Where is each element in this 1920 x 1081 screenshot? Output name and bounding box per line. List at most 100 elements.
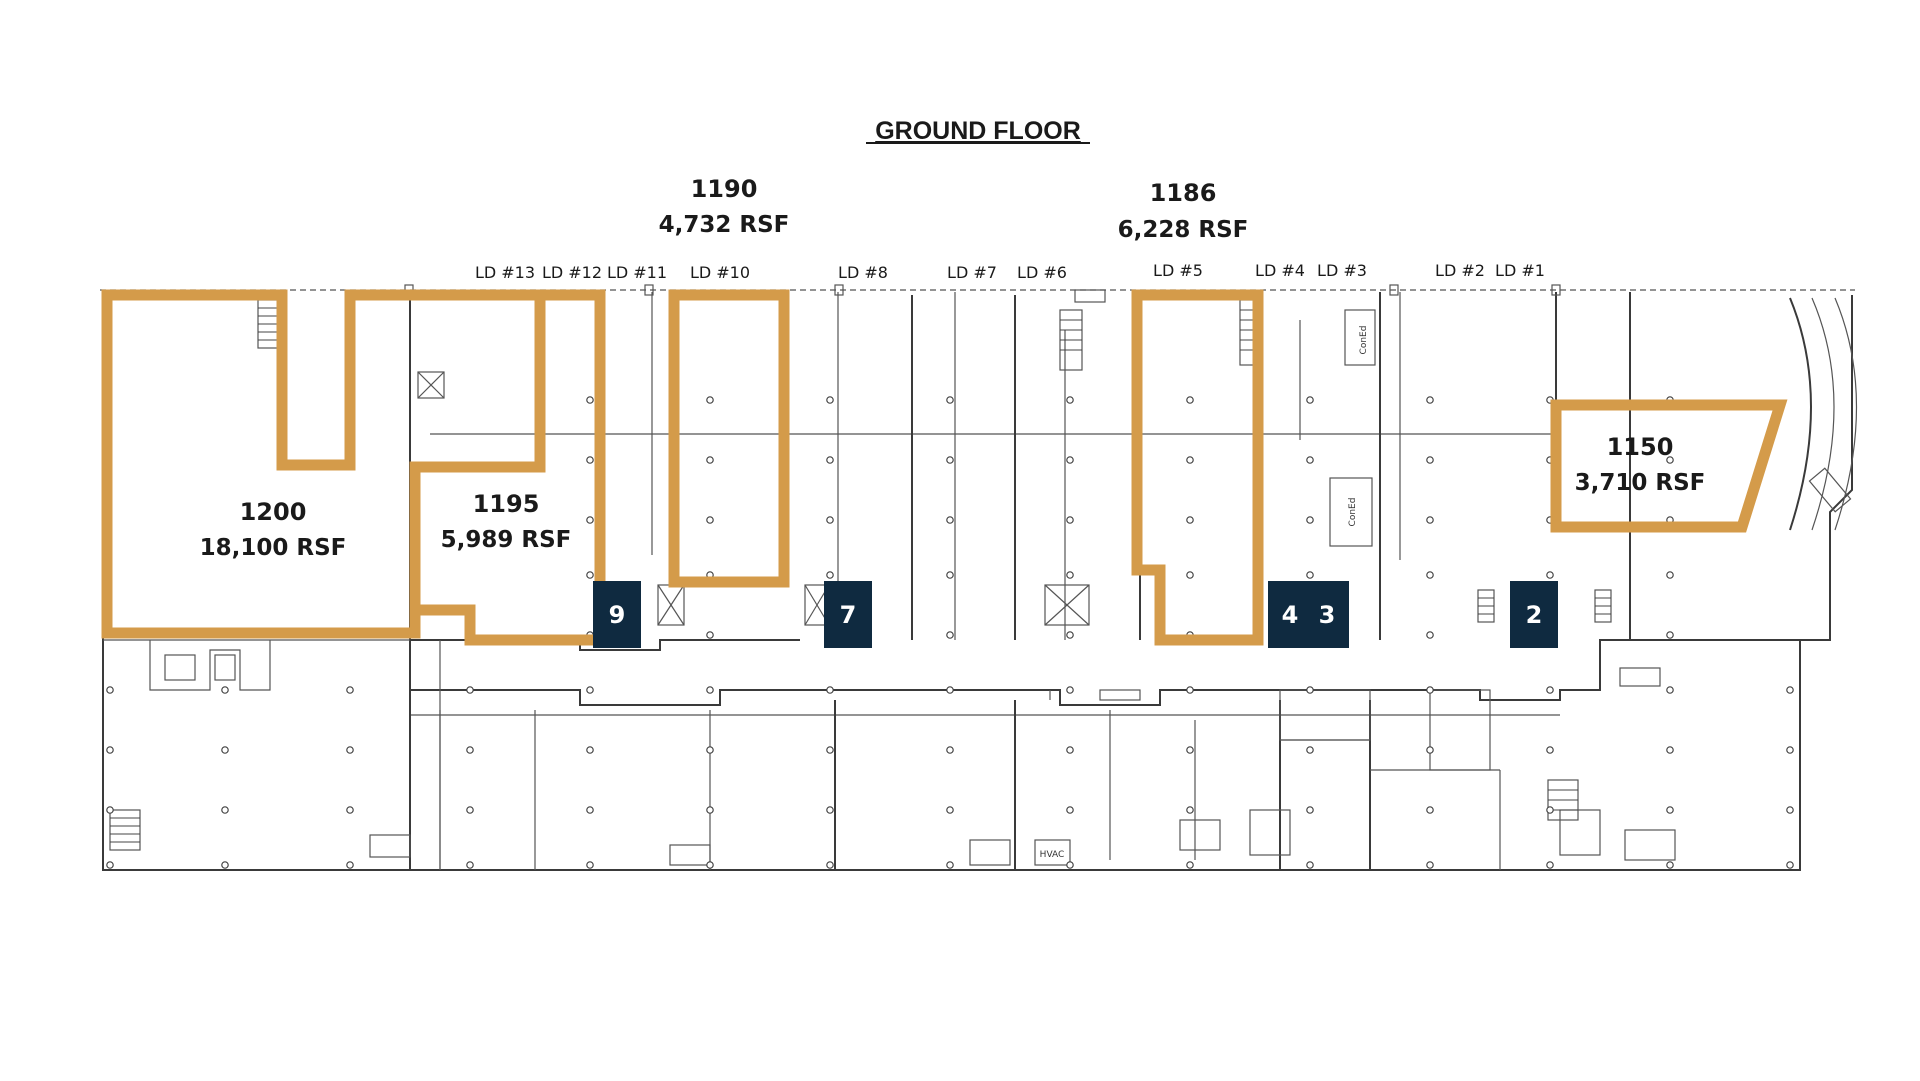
column-marker	[1186, 861, 1194, 869]
column-marker	[706, 861, 714, 869]
ld-2-label: LD #2	[1435, 261, 1485, 280]
column-marker	[946, 631, 954, 639]
ld-12-label: LD #12	[542, 263, 602, 282]
column-marker	[1066, 861, 1074, 869]
column-marker	[586, 806, 594, 814]
suite-1190-outline[interactable]	[668, 289, 790, 588]
column-marker	[1066, 516, 1074, 524]
column-marker	[106, 861, 114, 869]
column-marker	[946, 861, 954, 869]
door-badge-3[interactable]: 3	[1305, 581, 1349, 648]
column-marker	[706, 746, 714, 754]
column-marker	[1186, 456, 1194, 464]
column-marker	[706, 686, 714, 694]
column-marker	[1186, 396, 1194, 404]
column-marker	[1786, 861, 1794, 869]
column-marker	[946, 571, 954, 579]
suite-1150-area: 3,710 RSF	[1575, 470, 1706, 496]
column-marker	[1426, 456, 1434, 464]
column-marker	[1066, 396, 1074, 404]
door-badge-2[interactable]: 2	[1510, 581, 1558, 648]
ld-1-label: LD #1	[1495, 261, 1545, 280]
column-marker	[1546, 746, 1554, 754]
column-marker	[586, 516, 594, 524]
column-marker	[946, 396, 954, 404]
column-marker	[1306, 686, 1314, 694]
column-marker	[1426, 806, 1434, 814]
column-marker	[586, 686, 594, 694]
door-badges: 9 7 4 3 2	[593, 581, 1558, 648]
column-marker	[1546, 571, 1554, 579]
suite-1150-number: 1150	[1607, 433, 1674, 461]
ld-6-label: LD #6	[1017, 263, 1067, 282]
column-marker	[1066, 806, 1074, 814]
ld-8-label: LD #8	[838, 263, 888, 282]
column-marker	[826, 456, 834, 464]
column-marker	[586, 396, 594, 404]
column-marker	[346, 746, 354, 754]
suite-1186-outline[interactable]	[1131, 289, 1264, 646]
column-marker	[106, 746, 114, 754]
column-marker	[1546, 861, 1554, 869]
door-badge-4[interactable]: 4	[1268, 581, 1312, 648]
ld-11-label: LD #11	[607, 263, 667, 282]
door-badge-7[interactable]: 7	[824, 581, 872, 648]
column-marker	[1066, 746, 1074, 754]
column-marker	[826, 806, 834, 814]
suite-1200-number: 1200	[240, 498, 307, 526]
column-marker	[1426, 571, 1434, 579]
column-marker	[1426, 746, 1434, 754]
suite-1186-number: 1186	[1150, 179, 1217, 207]
hvac-room	[1034, 839, 1071, 866]
suite-1195-outline[interactable]	[409, 295, 546, 633]
ld-5-label: LD #5	[1153, 261, 1203, 280]
column-marker	[1426, 516, 1434, 524]
svg-text:3: 3	[1319, 601, 1336, 629]
column-marker	[586, 571, 594, 579]
column-marker	[826, 516, 834, 524]
svg-text:4: 4	[1282, 601, 1299, 629]
column-marker	[1546, 806, 1554, 814]
column-marker	[706, 806, 714, 814]
ld-4-label: LD #4	[1255, 261, 1305, 280]
column-marker	[1666, 456, 1674, 464]
column-marker	[1066, 571, 1074, 579]
column-marker	[706, 456, 714, 464]
column-marker	[946, 746, 954, 754]
column-marker	[221, 806, 229, 814]
column-marker	[1186, 516, 1194, 524]
column-marker	[1306, 456, 1314, 464]
suite-1195-number: 1195	[473, 490, 540, 518]
column-marker	[1066, 631, 1074, 639]
suite-1190-number: 1190	[691, 175, 758, 203]
column-marker	[946, 806, 954, 814]
ld-13-label: LD #13	[475, 263, 535, 282]
column-marker	[1426, 686, 1434, 694]
column-marker	[946, 456, 954, 464]
door-badge-9[interactable]: 9	[593, 581, 641, 648]
column-marker	[1786, 746, 1794, 754]
column-marker	[466, 806, 474, 814]
room-tag-coned-2: ConEd	[1348, 498, 1358, 527]
suite-1186-area: 6,228 RSF	[1118, 217, 1249, 243]
floor-plan-walls	[100, 284, 1858, 871]
column-marker	[1066, 456, 1074, 464]
column-marker	[1426, 861, 1434, 869]
column-marker	[221, 861, 229, 869]
column-marker	[346, 861, 354, 869]
column-marker	[106, 686, 114, 694]
column-marker	[826, 686, 834, 694]
column-marker	[466, 861, 474, 869]
column-marker	[1666, 631, 1674, 639]
column-marker	[346, 686, 354, 694]
column-marker	[1186, 806, 1194, 814]
column-marker	[1306, 396, 1314, 404]
column-marker	[466, 686, 474, 694]
column-marker	[826, 396, 834, 404]
column-marker	[586, 746, 594, 754]
column-marker	[1306, 746, 1314, 754]
room-tag-hvac: HVAC	[1040, 850, 1065, 860]
suite-1150-outline[interactable]	[1550, 399, 1788, 533]
loading-dock-labels: LD #13 LD #12 LD #11 LD #10 LD #8 LD #7 …	[475, 261, 1545, 282]
